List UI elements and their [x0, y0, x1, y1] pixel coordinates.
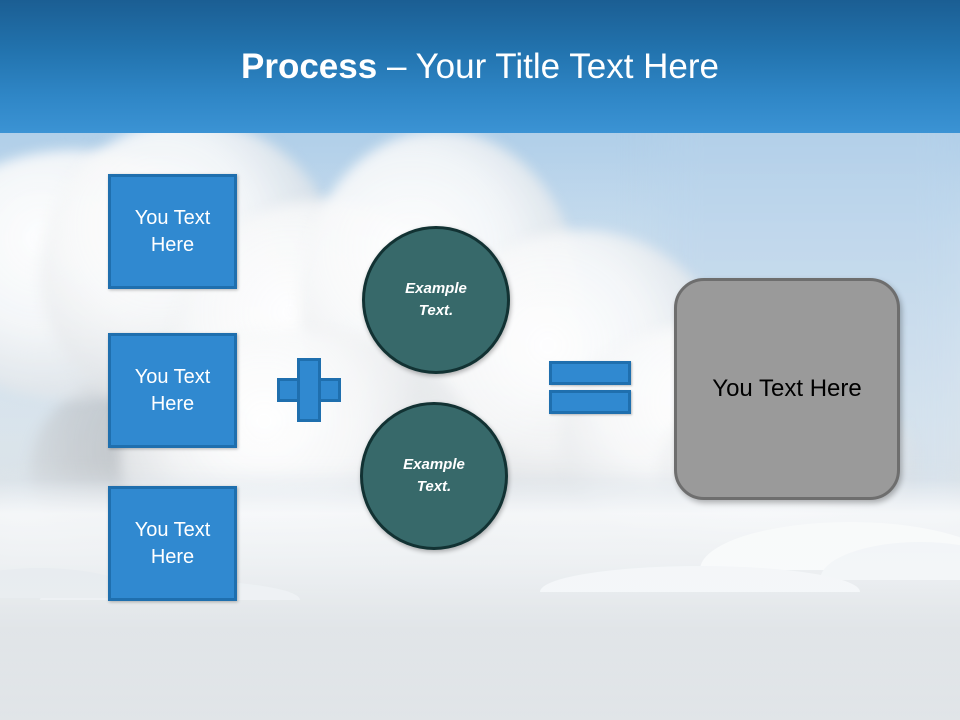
plus-icon: [277, 358, 341, 422]
input-box-1-label: You Text Here: [134, 206, 211, 256]
result-box[interactable]: You Text Here: [674, 278, 900, 500]
result-box-label: You Text Here: [712, 375, 862, 402]
example-circle-1-line1: Example: [405, 280, 467, 297]
example-circle-2[interactable]: Example Text.: [360, 402, 508, 550]
example-circle-2-line1: Example: [403, 456, 465, 473]
example-circle-1[interactable]: Example Text.: [362, 226, 510, 374]
slide-header-band: Process – Your Title Text Here: [0, 0, 960, 133]
example-circle-1-line2: Text.: [418, 302, 454, 319]
page-title: Process – Your Title Text Here: [0, 46, 960, 88]
equals-icon-top-bar: [549, 361, 631, 385]
input-box-3-label: You Text Here: [134, 518, 211, 568]
example-circle-2-line2: Text.: [416, 478, 452, 495]
equals-icon-bottom-bar: [549, 390, 631, 414]
input-box-2-label: You Text Here: [134, 365, 211, 415]
input-box-3[interactable]: You Text Here: [108, 486, 237, 601]
plus-icon-center-fill: [300, 381, 318, 399]
page-title-bold: Process: [241, 47, 378, 86]
equals-icon: [549, 361, 631, 414]
input-box-2[interactable]: You Text Here: [108, 333, 237, 448]
page-title-rest: – Your Title Text Here: [377, 47, 719, 86]
input-box-1[interactable]: You Text Here: [108, 174, 237, 289]
